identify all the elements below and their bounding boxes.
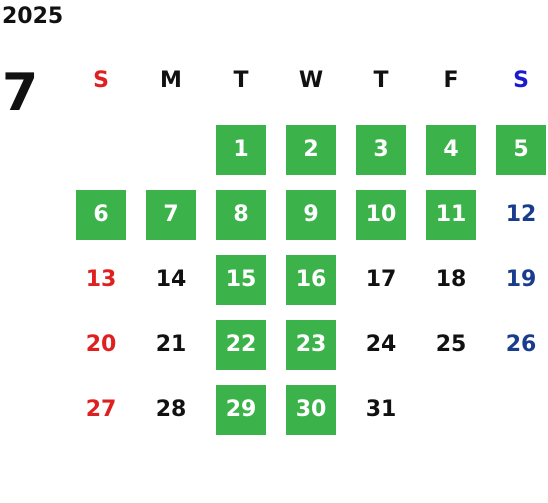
day-cell-18: 18 — [435, 267, 467, 292]
day-cell-20: 20 — [85, 332, 117, 357]
day-cell-25: 25 — [435, 332, 467, 357]
weekday-friday: F — [443, 68, 459, 93]
day-cell-11: 11 — [426, 190, 476, 240]
day-cell-7: 7 — [146, 190, 196, 240]
day-cell-22: 22 — [216, 320, 266, 370]
day-cell-16: 16 — [286, 255, 336, 305]
day-cell-1: 1 — [216, 125, 266, 175]
calendar-year: 2025 — [2, 4, 64, 29]
day-cell-8: 8 — [216, 190, 266, 240]
day-cell-12: 12 — [505, 202, 537, 227]
day-cell-14: 14 — [155, 267, 187, 292]
day-cell-4: 4 — [426, 125, 476, 175]
day-cell-9: 9 — [286, 190, 336, 240]
calendar-month: 7 — [2, 63, 39, 123]
day-cell-10: 10 — [356, 190, 406, 240]
day-cell-2: 2 — [286, 125, 336, 175]
day-cell-15: 15 — [216, 255, 266, 305]
weekday-wednesday: W — [298, 68, 324, 93]
day-cell-19: 19 — [505, 267, 537, 292]
day-cell-21: 21 — [155, 332, 187, 357]
weekday-monday: M — [160, 68, 182, 93]
day-cell-30: 30 — [286, 385, 336, 435]
day-cell-26: 26 — [505, 332, 537, 357]
weekday-thursday: T — [373, 68, 389, 93]
day-cell-29: 29 — [216, 385, 266, 435]
day-cell-13: 13 — [85, 267, 117, 292]
day-cell-6: 6 — [76, 190, 126, 240]
day-cell-31: 31 — [365, 397, 397, 422]
day-cell-28: 28 — [155, 397, 187, 422]
day-cell-17: 17 — [365, 267, 397, 292]
day-cell-23: 23 — [286, 320, 336, 370]
weekday-tuesday: T — [233, 68, 249, 93]
weekday-sunday: S — [93, 68, 109, 93]
day-cell-3: 3 — [356, 125, 406, 175]
day-cell-24: 24 — [365, 332, 397, 357]
weekday-saturday: S — [513, 68, 529, 93]
day-cell-27: 27 — [85, 397, 117, 422]
day-cell-5: 5 — [496, 125, 546, 175]
